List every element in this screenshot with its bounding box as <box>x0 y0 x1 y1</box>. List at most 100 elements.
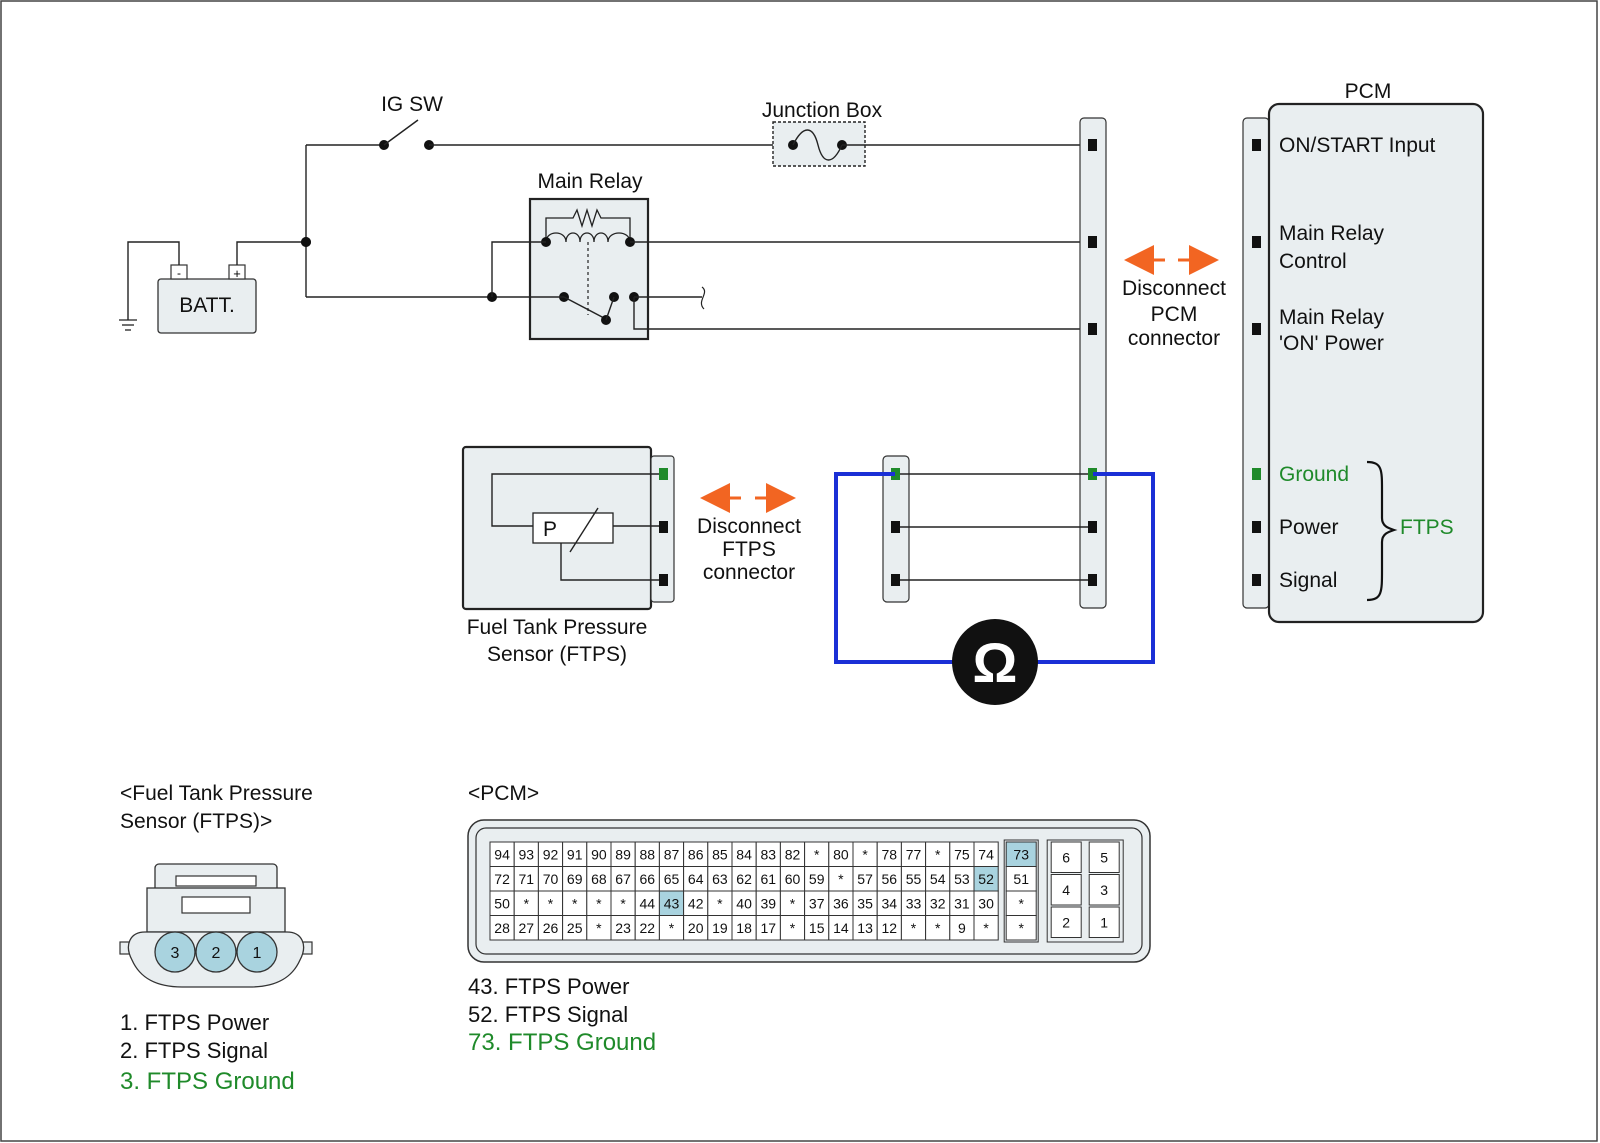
pcm-pin-number: * <box>524 895 530 911</box>
ftps-pin-number: 2 <box>212 945 221 962</box>
splice-node <box>301 237 311 247</box>
pcm-pin-number: 35 <box>857 895 873 911</box>
relay-resistor-icon <box>545 207 631 242</box>
pcm-pin-number: 86 <box>688 846 704 862</box>
pcm-pin-number: 17 <box>761 920 777 936</box>
pcm-pin-ground <box>1252 468 1261 480</box>
pcm-pin-number: * <box>790 895 796 911</box>
pcm-pin-cell <box>949 915 975 941</box>
ftps-legend-item: 3. FTPS Ground <box>120 1068 295 1095</box>
pcm-pin-number: 5 <box>1100 849 1108 865</box>
pcm-pin-cell <box>513 890 539 916</box>
pcm-legend-item: 43. FTPS Power <box>468 974 629 999</box>
pcm-pin-number: 43 <box>664 895 680 911</box>
pcm-pin-number: 53 <box>954 871 970 887</box>
pcm-pin-number: 37 <box>809 895 825 911</box>
harness-pin <box>1088 236 1097 248</box>
pcm-pin <box>1252 574 1261 586</box>
ftps-legend-item: 1. FTPS Power <box>120 1010 269 1035</box>
pcm-pin-cell <box>755 915 781 941</box>
junction-box <box>772 121 866 167</box>
pcm-pin-number: 83 <box>761 846 777 862</box>
relay-contact-link <box>605 296 615 321</box>
pcm-module <box>1267 102 1485 624</box>
pcm-pin-number: 15 <box>809 920 825 936</box>
pcm-pin-cell <box>658 890 685 916</box>
pcm-pin-number: 26 <box>543 920 559 936</box>
pcm-pin-number: 27 <box>519 920 535 936</box>
ohmmeter-icon <box>952 619 1038 705</box>
disconnect-ftps-label: Disconnect <box>697 515 801 538</box>
pcm-relay-power-label: 'ON' Power <box>1279 332 1384 355</box>
pcm-pin-number: 69 <box>567 871 583 887</box>
fuse-icon <box>792 129 843 161</box>
junction-box-label: Junction Box <box>762 99 883 122</box>
pcm-relay-control-label: Control <box>1279 250 1347 273</box>
pcm-pin-number: 9 <box>958 920 966 936</box>
pcm-pin-number: 71 <box>519 871 535 887</box>
pcm-pin-number: 85 <box>712 846 728 862</box>
pcm-pin-cell <box>828 866 854 892</box>
pcm-pin-cell <box>586 866 612 892</box>
pcm-pin-cell <box>804 915 830 941</box>
pcm-pin-cell <box>779 866 806 892</box>
pcm-pin-number: 40 <box>736 895 752 911</box>
pcm-pin-cell <box>755 841 781 867</box>
sensor-internal-wire <box>491 473 659 527</box>
pcm-pin-cell <box>973 915 999 941</box>
ohm-symbol: Ω <box>973 631 1018 694</box>
pcm-pin-cell <box>1005 866 1037 892</box>
pcm-on-start-label: ON/START Input <box>1279 134 1436 157</box>
ftps-pin-cavity <box>154 931 196 973</box>
ig-switch-label: IG SW <box>381 93 443 116</box>
ground-symbol-icon <box>119 319 137 331</box>
pcm-pin-number: 4 <box>1062 882 1070 898</box>
pcm-pin-cell <box>683 915 709 941</box>
wire-battery-ground <box>127 241 180 320</box>
pcm-pin-number: 73 <box>1013 846 1029 862</box>
pcm-pin-cell <box>513 841 539 867</box>
pcm-pin-number: 59 <box>809 871 825 887</box>
pcm-connector-title: <PCM> <box>468 782 539 805</box>
pcm-pin-number: 51 <box>1013 871 1029 887</box>
sensor-name-label: Sensor (FTPS) <box>487 643 627 666</box>
pcm-block-pin <box>1050 906 1082 938</box>
pcm-pin-cell <box>634 915 660 941</box>
pcm-pin-cell <box>755 866 781 892</box>
pcm-pin-number: 22 <box>640 920 656 936</box>
pcm-pin-cell <box>973 866 999 892</box>
pcm-pin-cell <box>973 890 999 916</box>
pcm-pin-cell <box>610 915 636 941</box>
ftps-connector-title: Sensor (FTPS)> <box>120 810 272 833</box>
pcm-pin-number: 64 <box>688 871 704 887</box>
pcm-pin-number: * <box>1018 920 1024 936</box>
pcm-pin-cell <box>707 841 733 867</box>
pcm-pin-cell <box>634 890 660 916</box>
pcm-pin-number: 91 <box>567 846 583 862</box>
pcm-pin-number: * <box>862 846 868 862</box>
ftps-harness-pin-ground <box>891 468 900 480</box>
pcm-connector-inner <box>475 827 1143 955</box>
pcm-pin-number: 28 <box>494 920 510 936</box>
pcm-pin-number: 68 <box>591 871 607 887</box>
wire-break-icon <box>700 286 706 310</box>
pcm-pin-cell <box>1005 915 1037 941</box>
sensor-internal-wire <box>560 543 659 581</box>
sensor-name-label: Fuel Tank Pressure <box>467 616 648 639</box>
pcm-pin-number: * <box>983 920 989 936</box>
pcm-pin-number: 31 <box>954 895 970 911</box>
pcm-pin-cell <box>513 915 539 941</box>
pcm-pin-cell <box>973 841 999 867</box>
pcm-pin-cell <box>876 915 902 941</box>
pcm-pin-number: 56 <box>882 871 898 887</box>
pcm-pin-cell <box>537 841 564 867</box>
pcm-pin-cell <box>586 915 612 941</box>
pcm-block-pin <box>1050 874 1082 906</box>
pcm-pin <box>1252 139 1261 151</box>
pcm-pin-number: 63 <box>712 871 728 887</box>
pcm-pin-number: 3 <box>1100 882 1108 898</box>
